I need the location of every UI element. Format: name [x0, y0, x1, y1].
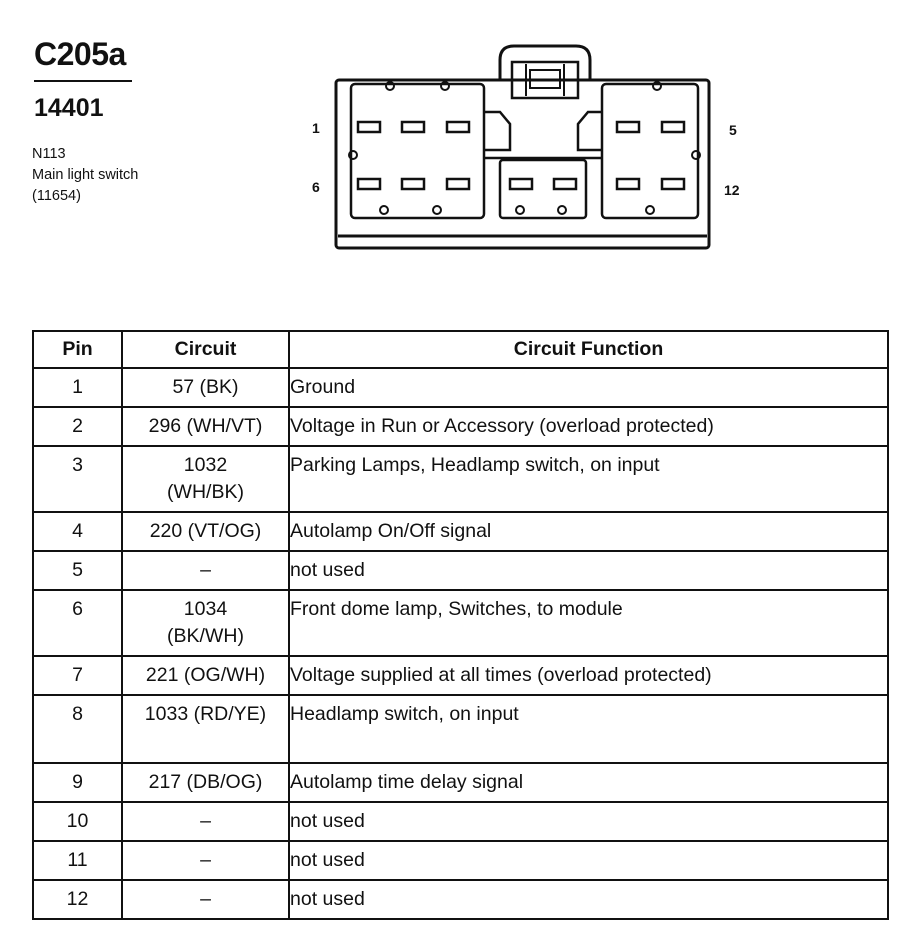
locking-tab — [498, 44, 592, 80]
terminal-pin-11 — [615, 177, 641, 191]
table-row: 1 57 (BK) Ground — [32, 367, 889, 408]
circuit-text: – — [200, 810, 211, 832]
circuit-text: 57 (BK) — [172, 376, 239, 398]
table-row: 10 – not used — [32, 801, 889, 842]
header-pin: Pin — [32, 330, 123, 369]
center-cavity — [498, 158, 588, 220]
circuit-cell: 217 (DB/OG) — [121, 762, 290, 803]
pin-number-cell: 12 — [32, 879, 123, 920]
info-line-code: N113 — [32, 146, 66, 162]
pin-number-cell: 7 — [32, 655, 123, 696]
table-row: 7 221 (OG/WH) Voltage supplied at all time… — [32, 655, 889, 696]
connector-info: N113 Main light switch (11654) — [32, 144, 138, 207]
circuit-function-cell: Voltage in Run or Accessory (overload pr… — [288, 406, 889, 447]
circuit-text: 217 (DB/OG) — [148, 771, 263, 793]
table-row: 3 1032 (WH/BK) Parking Lamps, Headlamp swit… — [32, 445, 889, 513]
circuit-function-cell: Parking Lamps, Headlamp switch, on input — [288, 445, 889, 513]
table-row: 11 – not used — [32, 840, 889, 881]
circuit-function-cell: Ground — [288, 367, 889, 408]
terminal-pin-4 — [615, 120, 641, 134]
info-line-name: Main light switch — [32, 167, 139, 183]
pin-number-cell: 5 — [32, 550, 123, 591]
table-row: 9 217 (DB/OG) Autolamp time delay signal — [32, 762, 889, 803]
terminal-pin-12 — [660, 177, 686, 191]
pin-number-cell: 8 — [32, 694, 123, 764]
circuit-text: (BK/WH) — [167, 625, 244, 647]
pin-number-cell: 11 — [32, 840, 123, 881]
connector-face-diagram — [334, 44, 711, 250]
table-row: 2 296 (WH/VT) Voltage in Run or Accessory … — [32, 406, 889, 447]
circuit-function-cell: not used — [288, 840, 889, 881]
pinout-table: Pin Circuit Circuit Function 1 57 (BK) Gro… — [32, 330, 889, 920]
circuit-text: – — [200, 888, 211, 910]
header-circuit-function: Circuit Function — [288, 330, 889, 369]
circuit-cell: 1032 (WH/BK) — [121, 445, 290, 513]
terminal-pin-3 — [445, 120, 471, 134]
table-row: 12 – not used — [32, 879, 889, 920]
circuit-function-cell: Voltage supplied at all times (overload … — [288, 655, 889, 696]
connector-housing — [334, 78, 711, 250]
table-row: 5 – not used — [32, 550, 889, 591]
circuit-function-cell: Autolamp On/Off signal — [288, 511, 889, 552]
pin-number-cell: 2 — [32, 406, 123, 447]
circuit-text: 1032 — [183, 454, 228, 476]
locking-tab-inner — [510, 60, 580, 100]
pin-label-bottom-right: 12 — [724, 182, 740, 198]
circuit-cell: – — [121, 879, 290, 920]
part-number: 14401 — [34, 94, 104, 122]
circuit-text: 221 (OG/WH) — [145, 664, 266, 686]
pin-label-bottom-left: 6 — [312, 179, 320, 195]
circuit-text: – — [200, 559, 211, 581]
circuit-cell: 221 (OG/WH) — [121, 655, 290, 696]
right-cavity — [600, 82, 700, 220]
terminal-pin-1 — [356, 120, 382, 134]
terminal-pin-5 — [660, 120, 686, 134]
circuit-cell: 220 (VT/OG) — [121, 511, 290, 552]
pin-number-cell: 9 — [32, 762, 123, 803]
pin-number-cell: 1 — [32, 367, 123, 408]
connector-id: C205a — [34, 36, 126, 72]
circuit-text: 1033 (RD/YE) — [144, 703, 267, 725]
pin-number-cell: 4 — [32, 511, 123, 552]
circuit-cell: 296 (WH/VT) — [121, 406, 290, 447]
circuit-cell: 1033 (RD/YE) — [121, 694, 290, 764]
terminal-pin-2 — [400, 120, 426, 134]
pin-number-cell: 6 — [32, 589, 123, 657]
pin-number-cell: 3 — [32, 445, 123, 513]
table-header-row: Pin Circuit Circuit Function — [32, 330, 889, 369]
left-cavity — [349, 82, 486, 220]
circuit-cell: – — [121, 801, 290, 842]
table-body: 1 57 (BK) Ground 2 296 (WH/VT) Voltage in Run… — [32, 367, 889, 920]
circuit-text: 296 (WH/VT) — [148, 415, 263, 437]
pin-label-top-left: 1 — [312, 120, 320, 136]
circuit-function-cell: Autolamp time delay signal — [288, 762, 889, 803]
table-row: 8 1033 (RD/YE) Headlamp switch, on input — [32, 694, 889, 764]
circuit-text: 220 (VT/OG) — [149, 520, 262, 542]
terminal-pin-7 — [400, 177, 426, 191]
circuit-text: – — [200, 849, 211, 871]
terminal-pin-9 — [508, 177, 534, 191]
header-circuit: Circuit — [121, 330, 290, 369]
info-line-ref: (11654) — [32, 188, 81, 204]
circuit-cell: – — [121, 840, 290, 881]
circuit-function-cell: not used — [288, 879, 889, 920]
circuit-text: 1034 — [183, 598, 228, 620]
circuit-function-cell: not used — [288, 801, 889, 842]
circuit-text: (WH/BK) — [167, 481, 244, 503]
title-underline — [34, 80, 132, 82]
circuit-function-cell: not used — [288, 550, 889, 591]
circuit-function-cell: Headlamp switch, on input — [288, 694, 889, 764]
terminal-pin-10 — [552, 177, 578, 191]
table-row: 6 1034 (BK/WH) Front dome lamp, Switches, t… — [32, 589, 889, 657]
circuit-cell: 1034 (BK/WH) — [121, 589, 290, 657]
terminal-pin-8 — [445, 177, 471, 191]
terminal-pin-6 — [356, 177, 382, 191]
pin-label-top-right: 5 — [729, 122, 737, 138]
circuit-function-cell: Front dome lamp, Switches, to module — [288, 589, 889, 657]
pin-number-cell: 10 — [32, 801, 123, 842]
circuit-cell: – — [121, 550, 290, 591]
circuit-cell: 57 (BK) — [121, 367, 290, 408]
table-row: 4 220 (VT/OG) Autolamp On/Off signal — [32, 511, 889, 552]
